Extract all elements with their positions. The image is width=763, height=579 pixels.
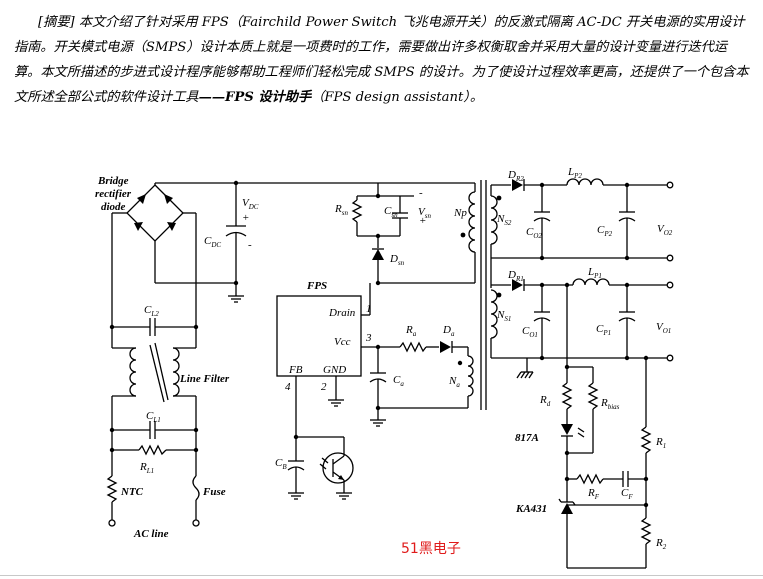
ra-label: Ra xyxy=(405,324,417,338)
pin-vcc: Vcc xyxy=(334,336,351,348)
vdc-minus: - xyxy=(248,239,252,251)
np-label: Np xyxy=(453,207,467,219)
pin-2: 2 xyxy=(321,381,327,393)
co2-label: CO2 xyxy=(526,226,542,240)
cf-label: CF xyxy=(621,487,633,501)
pin-3: 3 xyxy=(365,332,372,344)
snubber-resistor xyxy=(351,196,363,236)
bridge-label-1: Bridge xyxy=(97,175,129,187)
fps-ic xyxy=(276,295,362,377)
pin-drain: Drain xyxy=(328,307,356,319)
ka431-regulator xyxy=(558,498,646,514)
rsn-label: Rsn xyxy=(334,203,348,217)
abstract-paragraph: [摘要] 本文介绍了针对采用 FPS（Fairchild Power Switc… xyxy=(14,10,749,110)
bottom-divider xyxy=(0,575,763,576)
abstract-text: 本文介绍了针对采用 FPS（Fairchild Power Switch 飞兆电… xyxy=(14,15,749,105)
line-filter-label: Line Filter xyxy=(179,373,230,385)
r2-label: R2 xyxy=(655,537,667,551)
da-label: Da xyxy=(442,324,455,338)
vsn-plus: + xyxy=(419,215,426,227)
vo1-label: VO1 xyxy=(656,321,671,335)
fps-label: FPS xyxy=(306,280,327,292)
ka431-label: KA431 xyxy=(515,503,547,515)
cb-label: CB xyxy=(275,457,287,471)
co1-label: CO1 xyxy=(522,325,538,339)
cp2-label: CP2 xyxy=(597,224,613,238)
fuse-label: Fuse xyxy=(202,486,226,498)
ns1-label: NS1 xyxy=(496,309,511,323)
vdc-plus: + xyxy=(242,212,249,224)
vsn-label: Vsn xyxy=(418,206,431,220)
abstract-label: [摘要] xyxy=(38,15,75,30)
optocoupler-led xyxy=(561,424,585,438)
bridge-label-2: rectifier xyxy=(95,188,132,200)
snubber-diode xyxy=(372,248,384,283)
dsn-label: Dsn xyxy=(389,253,405,267)
bridge-rectifier: Bridge rectifier diode xyxy=(95,175,184,242)
ntc-label: NTC xyxy=(120,486,144,498)
cdc-label: CDC xyxy=(204,235,221,249)
optocoupler-transistor xyxy=(319,436,354,500)
snubber-capacitor xyxy=(392,196,408,236)
csn-label: Csn xyxy=(384,205,398,219)
pin-gnd: GND xyxy=(323,364,346,376)
rf-label: RF xyxy=(587,487,600,501)
na-label: Na xyxy=(448,375,460,389)
bulk-capacitor xyxy=(225,180,247,303)
pin-1: 1 xyxy=(366,303,372,315)
rd-label: Rd xyxy=(539,394,551,408)
ca-label: Ca xyxy=(393,374,404,388)
line-filter-choke xyxy=(129,342,180,403)
abstract-tool-en: （FPS design assistant）。 xyxy=(311,90,484,105)
ns2-label: NS2 xyxy=(496,213,512,227)
lp1-label: LP1 xyxy=(587,266,602,280)
cl2-label: CL2 xyxy=(144,304,159,318)
vo2-label: VO2 xyxy=(657,223,673,237)
dr2-label: DR2 xyxy=(507,169,524,183)
watermark: 51黑电子 xyxy=(401,541,461,557)
rl1-label: RL1 xyxy=(139,461,154,475)
rbias-label: Rbias xyxy=(600,397,620,411)
pin-4: 4 xyxy=(285,381,291,393)
cp1-label: CP1 xyxy=(596,323,611,337)
bridge-label-3: diode xyxy=(101,201,126,213)
dr1-label: DR1 xyxy=(507,269,524,283)
lp2-label: LP2 xyxy=(567,166,582,180)
opto-label: 817A xyxy=(515,432,539,444)
vdc-label: VDC xyxy=(242,197,259,211)
da-diode xyxy=(440,341,453,353)
vsn-minus: - xyxy=(419,187,423,199)
pin-fb: FB xyxy=(288,364,303,376)
ra-resistor xyxy=(399,341,427,353)
cl1-label: CL1 xyxy=(146,410,161,424)
ac-line-label: AC line xyxy=(133,528,169,540)
abstract-tool-name: ——FPS 设计助手 xyxy=(198,90,312,105)
r1-label: R1 xyxy=(655,436,666,450)
